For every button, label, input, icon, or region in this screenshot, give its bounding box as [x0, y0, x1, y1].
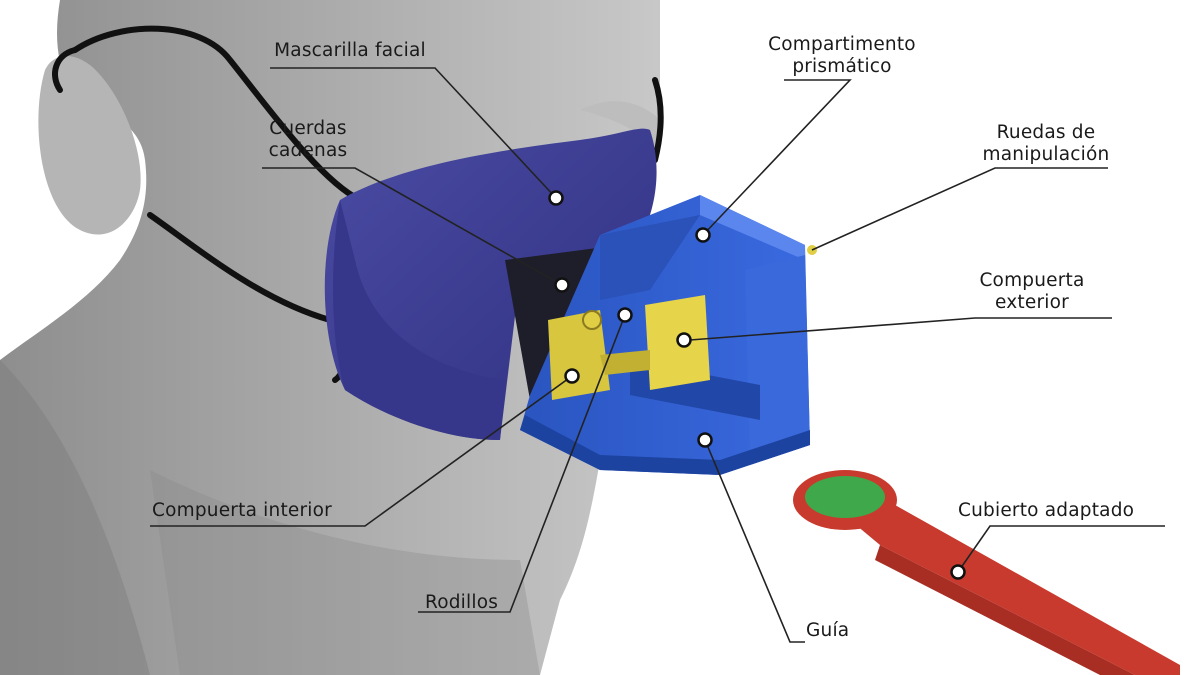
label-cuerdas-cadenas: Cuerdas cadenas: [268, 118, 348, 161]
leader-lines: [150, 67, 1165, 643]
marker-compartimento: [695, 227, 711, 243]
ear: [38, 55, 141, 235]
label-cubierto-adaptado: Cubierto adaptado: [958, 500, 1135, 521]
marker-rodillos: [617, 307, 633, 323]
marker-mascarilla: [548, 190, 564, 206]
label-mascarilla-facial: Mascarilla facial: [274, 40, 426, 61]
label-rodillos: Rodillos: [425, 592, 499, 613]
label-guia: Guía: [806, 620, 850, 641]
marker-compuerta-ext: [676, 332, 692, 348]
callout-markers: [548, 190, 966, 580]
label-compuerta-exterior: Compuerta exterior: [979, 270, 1085, 313]
marker-cuerdas: [554, 277, 570, 293]
marker-compuerta-int: [564, 368, 580, 384]
adapted-utensil: [793, 470, 1180, 675]
label-compartimento-prismatico: Compartimento prismático: [768, 34, 916, 77]
label-ruedas-manipulacion: Ruedas de manipulación: [982, 122, 1110, 165]
marker-cubierto: [950, 564, 966, 580]
face-mask: [324, 128, 657, 441]
marker-guia: [697, 432, 713, 448]
label-compuerta-interior: Compuerta interior: [152, 500, 332, 521]
